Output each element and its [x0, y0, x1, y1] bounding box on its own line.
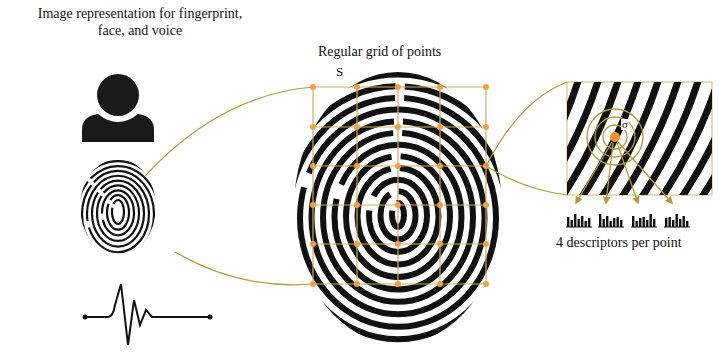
histogram-bar [585, 221, 587, 227]
ridge [107, 195, 129, 230]
histogram-bar [613, 218, 615, 227]
zoom-line [486, 166, 567, 195]
grid-line [485, 87, 486, 284]
histogram-bar [603, 219, 605, 227]
grid-point [437, 84, 443, 90]
grid-point [483, 84, 489, 90]
grid-point [483, 202, 489, 208]
histogram-bar [567, 217, 569, 227]
grid-point [395, 163, 401, 169]
histogram-bar [650, 214, 652, 227]
grid-point [354, 84, 360, 90]
scale-label: σ [621, 119, 629, 130]
zoom-inset [567, 82, 712, 195]
histogram-bar [643, 217, 645, 227]
grid-point [437, 202, 443, 208]
ridge [102, 190, 134, 235]
grid-point [437, 241, 443, 247]
grid-point [310, 84, 316, 90]
leader-line [175, 252, 313, 285]
keypoint-dot [610, 132, 620, 142]
grid-point [395, 84, 401, 90]
leader-line [145, 87, 313, 176]
panel-heading: Regular grid of points [318, 44, 441, 61]
grid-point [395, 124, 401, 130]
histogram-bar [578, 219, 580, 227]
histogram-bar [599, 214, 601, 227]
grid-point [395, 202, 401, 208]
histogram-bar [669, 217, 671, 227]
histogram-bar [665, 218, 667, 227]
panel-heading: Image representation for fingerprint, fa… [30, 6, 250, 40]
histogram-bar [617, 217, 619, 227]
histogram-bar [646, 220, 648, 227]
histogram-bar [588, 218, 590, 227]
ridge [277, 86, 519, 352]
grid-spacing-label: S [336, 64, 343, 80]
ridge [82, 171, 154, 258]
voice-waveform [85, 284, 210, 345]
grid-point [354, 202, 360, 208]
ridge [700, 82, 712, 195]
grid-point [437, 124, 443, 130]
histogram-bar [571, 220, 573, 227]
face-icon [82, 74, 154, 142]
grid-point [310, 241, 316, 247]
histograms [566, 214, 690, 227]
ridge [87, 176, 149, 253]
descriptor-arrows [576, 142, 672, 203]
histogram-bar [683, 216, 685, 227]
grid-point [354, 163, 360, 169]
histogram-bar [632, 216, 634, 227]
zoom-line [486, 82, 567, 166]
grid-point [395, 281, 401, 287]
histogram-bar [606, 216, 608, 227]
ridge [112, 200, 124, 224]
grid-point [354, 241, 360, 247]
grid-point [395, 241, 401, 247]
histogram-bar [574, 214, 576, 227]
histogram-bar [653, 219, 655, 227]
grid-point [310, 281, 316, 287]
ridge [266, 75, 531, 360]
ridge [680, 82, 712, 195]
histogram-bar [686, 221, 688, 227]
histogram-bar [679, 219, 681, 227]
grid-point [483, 241, 489, 247]
histogram-bar [676, 214, 678, 227]
grid-point [354, 281, 360, 287]
grid-line [312, 87, 313, 284]
point-grid [310, 84, 489, 287]
grid-point [437, 281, 443, 287]
ridge [97, 185, 139, 241]
grid-line [397, 87, 398, 284]
descriptor-caption: 4 descriptors per point [556, 235, 682, 252]
histogram-bar [610, 221, 612, 227]
scale-circles [587, 109, 643, 165]
grid-point [310, 124, 316, 130]
grid-point [310, 202, 316, 208]
histogram-bar [636, 221, 638, 227]
histogram-bar [581, 216, 583, 227]
fingerprint-icon [72, 161, 164, 269]
grid-line [439, 87, 440, 284]
fingerprint-large [266, 75, 531, 360]
ridge [92, 181, 144, 247]
grid-point [437, 163, 443, 169]
ridge [72, 161, 164, 269]
grid-line [356, 87, 357, 284]
histogram-bar [620, 220, 622, 227]
grid-point [354, 124, 360, 130]
ridge [660, 82, 712, 195]
histogram-bar [672, 220, 674, 227]
grid-point [483, 281, 489, 287]
grid-point [483, 124, 489, 130]
ridge [77, 166, 159, 263]
grid-point [310, 163, 316, 169]
histogram-bar [639, 218, 641, 227]
